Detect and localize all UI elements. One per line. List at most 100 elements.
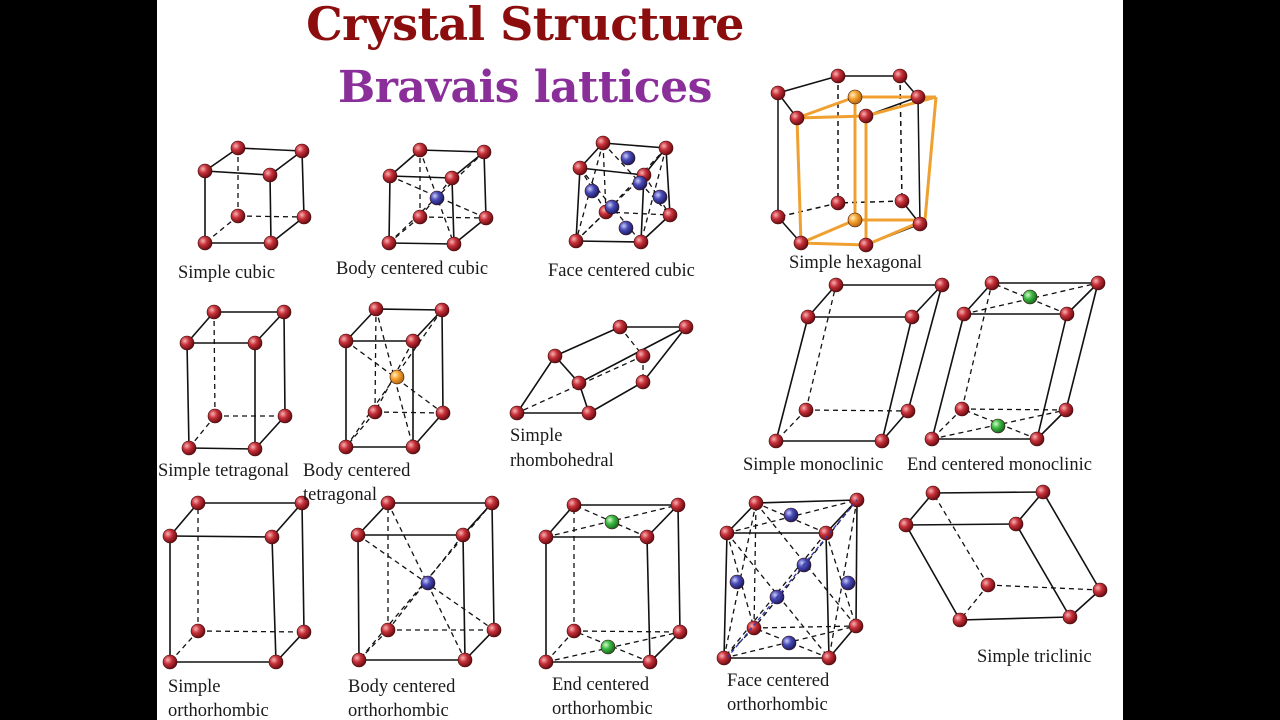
- simple-triclinic-edge: [905, 523, 1017, 526]
- simple-tetragonal-atom: [179, 335, 195, 351]
- end-centered-orthorhombic-hidden-edge: [573, 630, 651, 663]
- body-centered-tetragonal-atom: [389, 369, 405, 385]
- label-end-centered-orthorhombic: End centered orthorhombic: [552, 675, 653, 719]
- simple-orthorhombic-atom: [190, 623, 206, 639]
- face-centered-orthorhombic-atom: [848, 618, 864, 634]
- body-centered-cubic-edge: [451, 177, 455, 245]
- simple-rhombohedral-edge: [578, 326, 687, 384]
- simple-cubic-atom: [197, 163, 213, 179]
- face-centered-cubic-hidden-edge: [602, 142, 607, 213]
- body-centered-cubic-atom: [412, 209, 428, 225]
- end-centered-monoclinic-atom: [1059, 306, 1075, 322]
- face-centered-cubic-atom: [618, 220, 634, 236]
- body-centered-tetragonal-hidden-edge: [345, 340, 444, 414]
- label-simple-triclinic: Simple triclinic: [977, 647, 1092, 667]
- lattice-simple-triclinic: [898, 484, 1108, 628]
- page-title: Crystal Structure: [306, 0, 744, 51]
- simple-tetragonal-atom: [247, 335, 263, 351]
- body-centered-tetragonal-atom: [434, 302, 450, 318]
- simple-orthorhombic-hidden-edge: [197, 630, 305, 633]
- simple-monoclinic-hidden-edge: [805, 409, 909, 412]
- simple-rhombohedral-edge: [554, 326, 621, 357]
- simple-hexagonal-atom: [770, 85, 786, 101]
- hexagonal-unit-cell-edge: [923, 96, 938, 221]
- simple-hexagonal-atom: [789, 110, 805, 126]
- face-centered-cubic-atom: [584, 183, 600, 199]
- end-centered-orthorhombic-hidden-edge: [545, 630, 575, 663]
- simple-monoclinic-atom: [934, 277, 950, 293]
- body-centered-orthorhombic-hidden-edge: [358, 629, 389, 661]
- body-centered-cubic-edge: [388, 175, 391, 244]
- face-centered-orthorhombic-edge: [723, 532, 728, 659]
- simple-hexagonal-atom: [892, 68, 908, 84]
- face-centered-cubic-hidden-edge: [643, 174, 671, 216]
- label-face-centered-cubic: Face centered cubic: [548, 261, 695, 281]
- simple-monoclinic-hidden-edge: [805, 284, 837, 411]
- lattice-body-centered-orthorhombic: [350, 495, 502, 668]
- end-centered-monoclinic-hidden-edge: [931, 409, 1067, 440]
- face-centered-orthorhombic-atom: [821, 650, 837, 666]
- simple-tetragonal-atom: [247, 441, 263, 457]
- body-centered-tetragonal-edge: [441, 309, 444, 414]
- simple-cubic-atom: [197, 235, 213, 251]
- simple-cubic-hidden-edge: [237, 215, 305, 218]
- body-centered-cubic-atom: [381, 235, 397, 251]
- simple-hexagonal-atom: [912, 216, 928, 232]
- end-centered-orthorhombic-edge: [677, 504, 681, 633]
- simple-monoclinic-atom: [768, 433, 784, 449]
- end-centered-monoclinic-atom: [990, 418, 1006, 434]
- face-centered-orthorhombic-atom: [840, 575, 856, 591]
- body-centered-cubic-hidden-edge: [419, 216, 487, 219]
- simple-orthorhombic-atom: [162, 654, 178, 670]
- simple-orthorhombic-hidden-edge: [169, 630, 199, 663]
- simple-orthorhombic-edge: [301, 502, 305, 633]
- end-centered-orthorhombic-edge: [646, 536, 651, 663]
- face-centered-cubic-atom: [652, 189, 668, 205]
- simple-rhombohedral-edge: [642, 326, 687, 383]
- simple-orthorhombic-atom: [294, 495, 310, 511]
- simple-triclinic-edge: [1015, 523, 1071, 618]
- face-centered-orthorhombic-hidden-edge: [753, 625, 857, 629]
- label-simple-cubic: Simple cubic: [178, 263, 276, 283]
- body-centered-tetragonal-atom: [367, 404, 383, 420]
- lattice-simple-cubic: [197, 140, 312, 251]
- face-centered-cubic-atom: [595, 135, 611, 151]
- body-centered-orthorhombic-atom: [351, 652, 367, 668]
- lattice-simple-tetragonal: [179, 304, 293, 457]
- body-centered-orthorhombic-edge: [462, 534, 466, 661]
- face-centered-cubic-atom: [662, 207, 678, 223]
- face-centered-cubic-atom: [568, 233, 584, 249]
- simple-monoclinic-atom: [904, 309, 920, 325]
- simple-triclinic-atom: [1008, 516, 1024, 532]
- face-centered-cubic-atom: [632, 175, 648, 191]
- simple-hexagonal-atom: [910, 89, 926, 105]
- simple-tetragonal-edge: [254, 415, 286, 450]
- face-centered-orthorhombic-atom: [783, 507, 799, 523]
- lattice-end-centered-monoclinic: [924, 275, 1106, 447]
- simple-orthorhombic-atom: [296, 624, 312, 640]
- simple-triclinic-edge: [959, 616, 1071, 621]
- lattice-body-centered-tetragonal: [338, 301, 451, 455]
- simple-monoclinic-edge: [911, 284, 943, 318]
- face-centered-cubic-edge: [579, 167, 645, 176]
- simple-tetragonal-atom: [277, 408, 293, 424]
- simple-triclinic-hidden-edge: [987, 584, 1101, 591]
- lattice-diagrams: [162, 68, 1108, 670]
- label-body-centered-tetragonal: Body centered tetragonal: [303, 461, 411, 505]
- simple-rhombohedral-atom: [571, 375, 587, 391]
- body-centered-cubic-atom: [446, 236, 462, 252]
- face-centered-orthorhombic-diagonal: [726, 499, 858, 659]
- simple-cubic-edge: [204, 170, 271, 176]
- body-centered-tetragonal-atom: [338, 333, 354, 349]
- label-end-centered-monoclinic: End centered monoclinic: [907, 455, 1092, 475]
- end-centered-monoclinic-atom: [984, 275, 1000, 291]
- hexagonal-unit-cell-edge: [800, 241, 867, 247]
- body-centered-orthorhombic-edge: [357, 502, 389, 536]
- body-centered-tetragonal-atom: [338, 439, 354, 455]
- face-centered-orthorhombic-edge: [855, 499, 858, 627]
- face-centered-cubic-edge: [575, 167, 581, 242]
- body-centered-cubic-atom: [476, 144, 492, 160]
- body-centered-tetragonal-hidden-edge: [345, 411, 376, 448]
- simple-cubic-atom: [230, 140, 246, 156]
- lattice-simple-orthorhombic: [162, 495, 312, 670]
